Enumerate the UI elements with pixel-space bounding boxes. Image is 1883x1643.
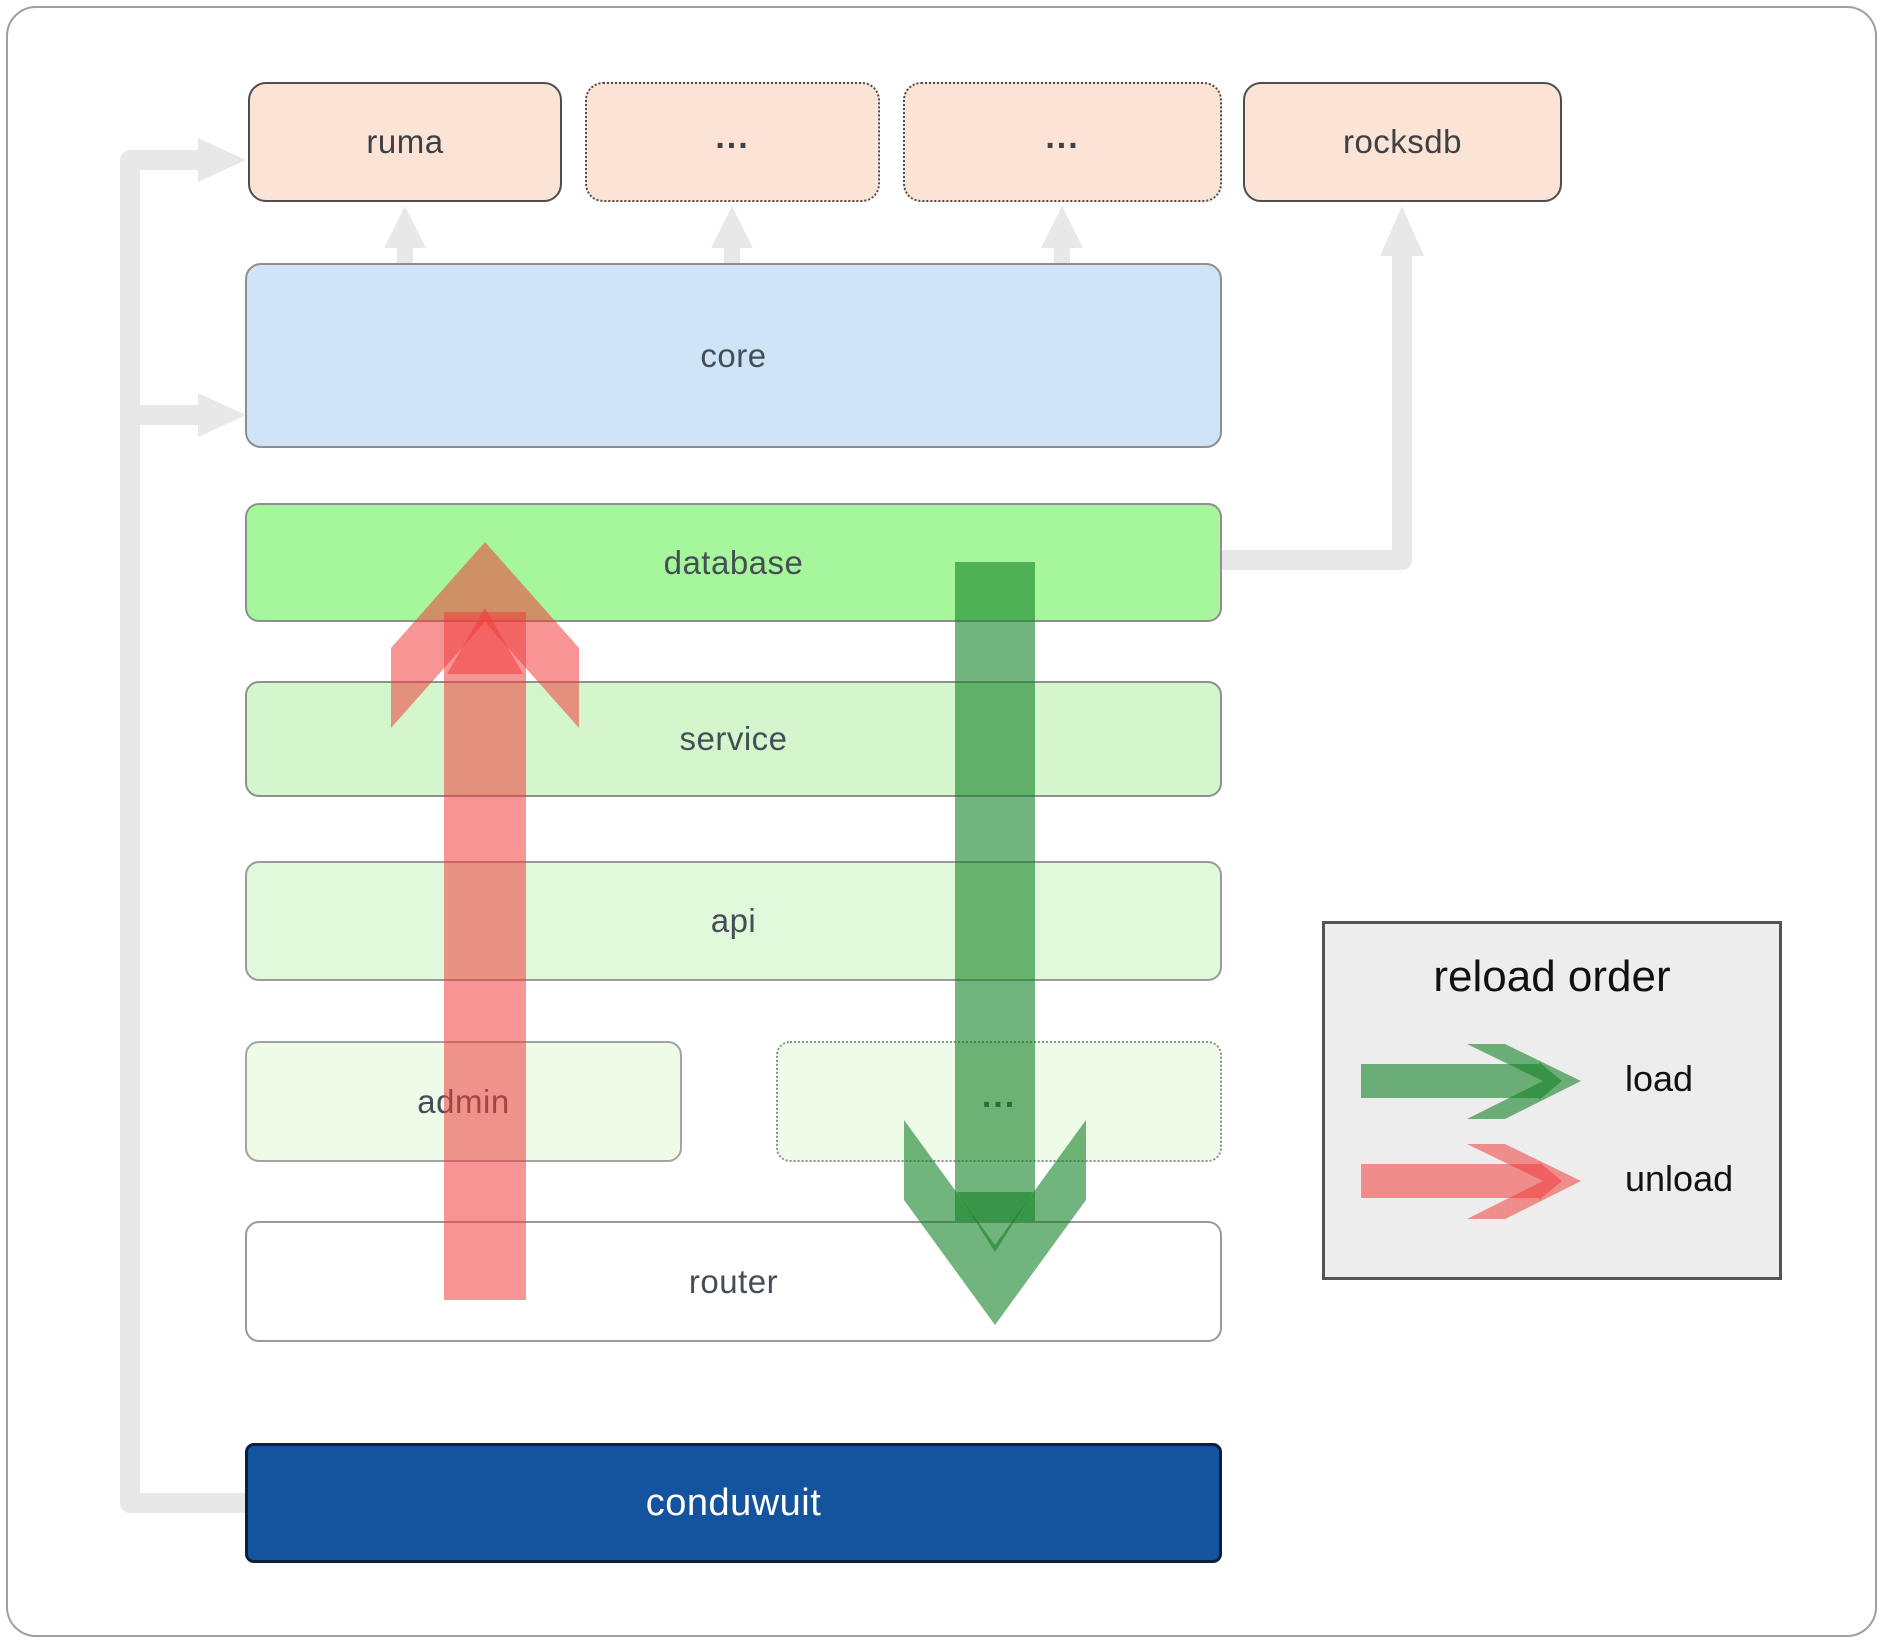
node-core-label: core: [700, 336, 767, 374]
node-api-label: api: [710, 902, 757, 939]
node-database-label: database: [663, 543, 804, 581]
node-router: router: [245, 1221, 1222, 1342]
legend-reload-order: reload order load unload: [1322, 921, 1782, 1280]
node-router-label: router: [688, 1262, 779, 1300]
node-database: database: [245, 503, 1222, 622]
node-conduwuit-label: conduwuit: [645, 1481, 822, 1524]
ellipsis-label: ...: [981, 1077, 1017, 1115]
connector-conduwuit-to-ruma: [120, 150, 245, 1513]
node-external-crate-2: ...: [903, 82, 1222, 202]
connector-database-to-rocksdb: [1222, 254, 1412, 570]
legend-unload-label: unload: [1625, 1158, 1734, 1199]
connector-arrowhead-ruma: [198, 138, 246, 182]
page-border: [6, 6, 1877, 1637]
ellipsis-label: ...: [1045, 117, 1080, 156]
node-api: api: [245, 861, 1222, 981]
connector-arrowhead-rocksdb: [1380, 206, 1424, 256]
ellipsis-label: ...: [715, 117, 750, 156]
node-ruma: ruma: [248, 82, 562, 202]
node-external-service: ...: [776, 1041, 1222, 1162]
node-service-label: service: [679, 720, 788, 757]
connector-core-to-top-boxes: [384, 206, 1083, 268]
legend-title: reload order: [1433, 952, 1671, 1001]
node-admin: admin: [245, 1041, 682, 1162]
node-ruma-label: ruma: [366, 123, 444, 160]
node-admin-label: admin: [417, 1082, 510, 1120]
node-core: core: [245, 263, 1222, 448]
node-service: service: [245, 681, 1222, 797]
legend-load-label: load: [1625, 1058, 1694, 1099]
node-external-crate-1: ...: [585, 82, 880, 202]
node-rocksdb-label: rocksdb: [1342, 123, 1463, 160]
node-conduwuit: conduwuit: [245, 1443, 1222, 1563]
connector-arrowhead-core: [198, 393, 246, 437]
node-rocksdb: rocksdb: [1243, 82, 1562, 202]
